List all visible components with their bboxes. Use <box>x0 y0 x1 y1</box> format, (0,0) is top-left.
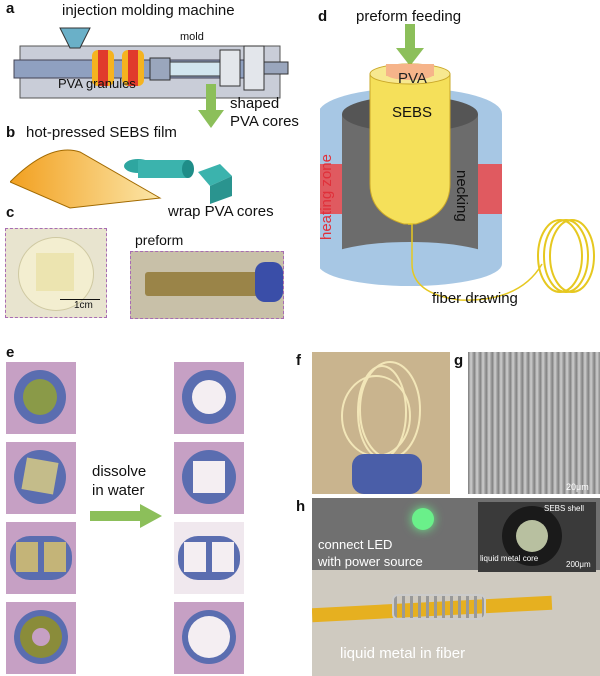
panel-e-label: e <box>6 344 15 361</box>
photo-e-3 <box>6 522 76 594</box>
pva-label: PVA <box>398 70 427 87</box>
led-photo <box>312 498 600 676</box>
sebs-label: SEBS <box>392 104 433 121</box>
scale-20um: 20μm <box>566 482 589 492</box>
photo-e-5 <box>174 362 244 434</box>
sebs-film-label: hot-pressed SEBS film <box>26 124 177 141</box>
connect-led-label: connect LED with power source <box>318 537 423 569</box>
photo-e-1 <box>6 362 76 434</box>
injection-machine-label: injection molding machine <box>62 2 235 19</box>
fiber-drawing-diagram <box>320 24 595 301</box>
photo-e-2 <box>6 442 76 514</box>
panel-b-label: b <box>6 124 16 141</box>
dissolve-label: dissolve in water <box>92 463 147 499</box>
preform-label: preform <box>135 232 184 248</box>
green-arrow-right-icon <box>90 504 162 528</box>
photo-e-4 <box>6 602 76 674</box>
panel-h-label: h <box>296 498 306 515</box>
scale-1cm: 1cm <box>74 300 93 311</box>
preform-cross-section-photo <box>5 228 107 318</box>
liquid-metal-label: liquid metal in fiber <box>340 645 466 662</box>
fiber-coil-photo <box>312 352 450 494</box>
photo-e-6 <box>174 442 244 514</box>
sem-image <box>468 352 600 494</box>
panel-f-label: f <box>296 352 301 369</box>
liquid-metal-core-label: liquid metal core <box>480 554 539 563</box>
panel-c-label: c <box>6 204 15 221</box>
panel-d-label: d <box>318 8 328 25</box>
injection-machine-diagram <box>13 27 289 99</box>
sebs-shell-label: SEBS shell <box>544 504 585 513</box>
mold-label: mold <box>180 31 204 43</box>
necking-label: necking <box>453 170 470 222</box>
fiber-drawing-label: fiber drawing <box>432 290 518 307</box>
heating-zone-label: heating zone <box>318 154 335 240</box>
scale-200um: 200μm <box>566 560 591 569</box>
photo-e-8 <box>174 602 244 674</box>
photo-e-7 <box>174 522 244 594</box>
preform-feeding-label: preform feeding <box>356 8 462 25</box>
preform-photo <box>130 251 284 319</box>
sebs-film-and-cores <box>10 149 232 209</box>
shaped-cores-label: shaped PVA cores <box>230 95 299 130</box>
wrap-label: wrap PVA cores <box>168 203 274 220</box>
pva-granules-label: PVA granules <box>58 76 136 91</box>
green-arrow-icon <box>198 84 224 128</box>
panel-g-label: g <box>454 352 464 369</box>
panel-a-label: a <box>6 0 15 17</box>
